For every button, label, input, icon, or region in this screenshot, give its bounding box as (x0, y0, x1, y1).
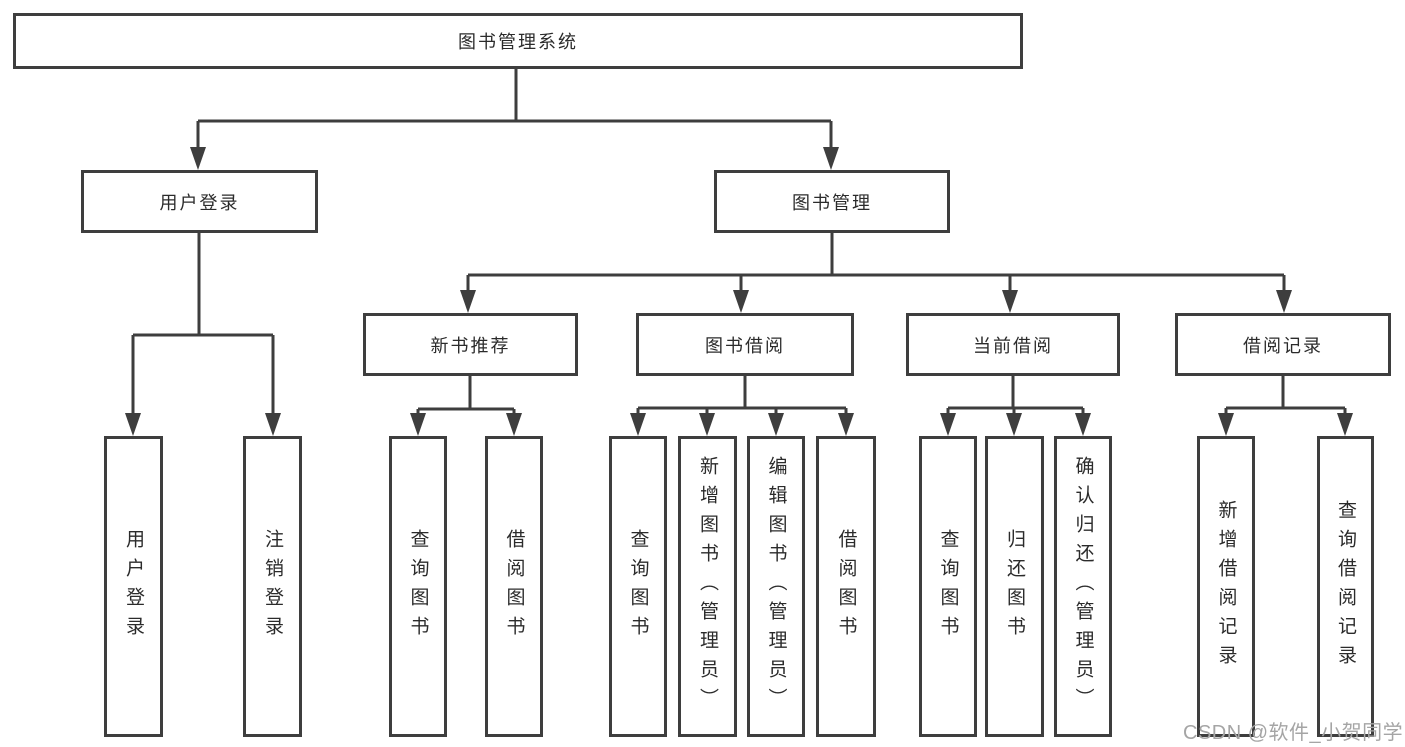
leaf-query-borrow-record: 查询借阅记录 (1317, 436, 1374, 737)
leaf-edit-book-admin: 编辑图书（管理员） (747, 436, 805, 737)
csdn-watermark: CSDN @软件_小贺同学 (1183, 722, 1404, 744)
node-current-borrowing: 当前借阅 (906, 313, 1120, 376)
leaf-query-books-borrowing: 查询图书 (609, 436, 667, 737)
leaf-add-book-admin: 新增图书（管理员） (678, 436, 737, 737)
leaf-return-books: 归还图书 (985, 436, 1044, 737)
node-book-borrowing: 图书借阅 (636, 313, 854, 376)
node-new-book-recommend: 新书推荐 (363, 313, 578, 376)
node-library-management-system: 图书管理系统 (13, 13, 1023, 69)
node-book-management: 图书管理 (714, 170, 950, 233)
leaf-borrow-books: 借阅图书 (816, 436, 876, 737)
leaf-add-borrow-record: 新增借阅记录 (1197, 436, 1255, 737)
leaf-logout: 注销登录 (243, 436, 302, 737)
leaf-user-login: 用户登录 (104, 436, 163, 737)
leaf-confirm-return-admin: 确认归还（管理员） (1054, 436, 1112, 737)
node-user-login: 用户登录 (81, 170, 318, 233)
leaf-query-books-recommend: 查询图书 (389, 436, 447, 737)
node-borrow-records: 借阅记录 (1175, 313, 1391, 376)
leaf-query-books-current: 查询图书 (919, 436, 977, 737)
leaf-borrow-books-recommend: 借阅图书 (485, 436, 543, 737)
